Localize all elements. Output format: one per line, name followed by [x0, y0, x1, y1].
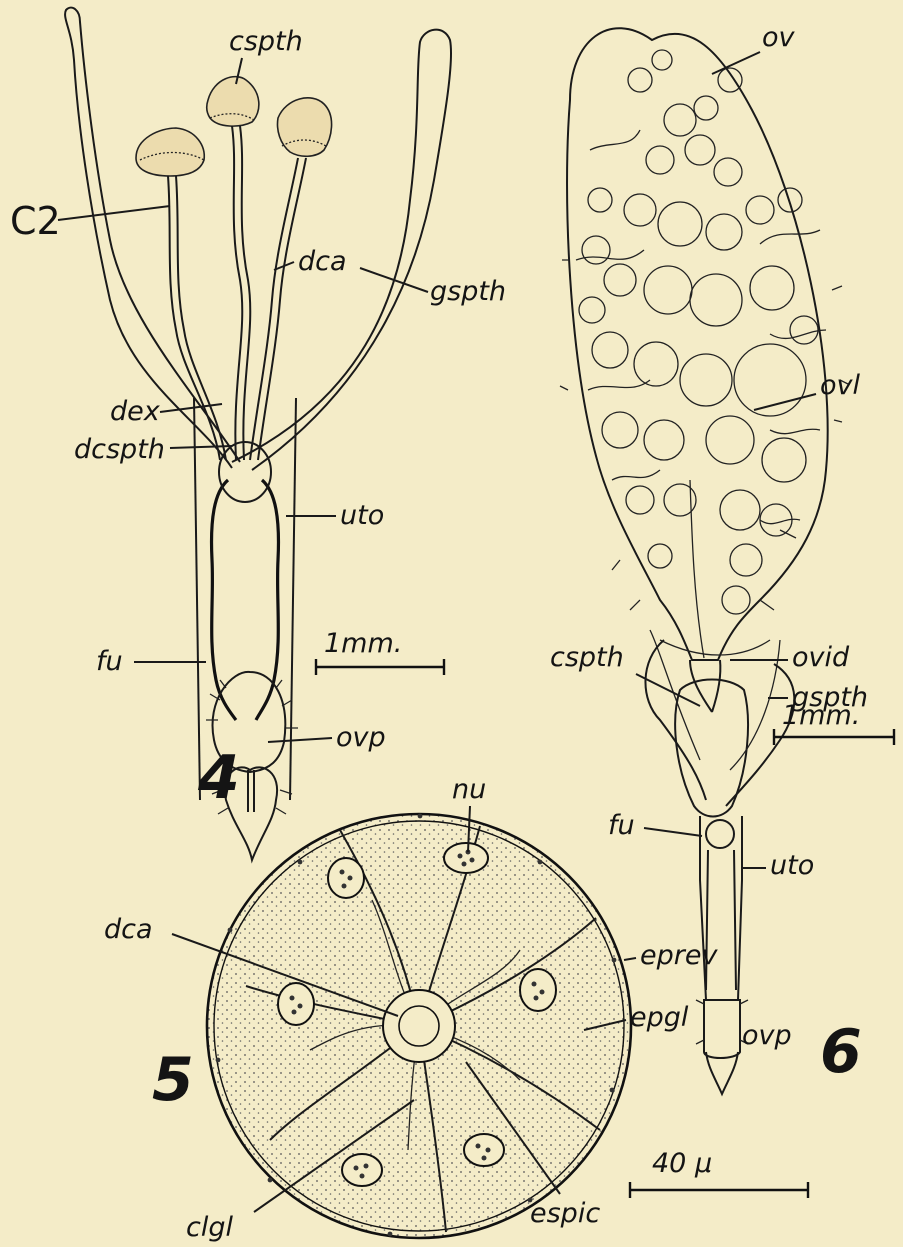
fig5-label-clgl: clgl	[186, 1212, 233, 1243]
fig6-leader-ov	[712, 52, 760, 74]
figure-6-number: 6	[820, 1017, 862, 1087]
fig5-label-epgl: epgl	[630, 1002, 689, 1033]
fig6-label-ovl: ovl	[820, 370, 860, 401]
fig5-label-nu: nu	[452, 774, 486, 805]
fig6-label-fu: fu	[608, 810, 635, 841]
fig6-leader-ovl	[754, 394, 816, 410]
fig6-label-uto: uto	[770, 850, 814, 881]
fig6-scale-label: 1mm.	[782, 700, 860, 731]
fig6-scale-bar	[774, 729, 894, 745]
fig5-label-espic: espic	[530, 1198, 600, 1229]
fig4-leader-gspth	[360, 268, 428, 292]
fig6-label-cspth: cspth	[550, 642, 624, 673]
figure-4-number: 4	[197, 743, 240, 813]
fig4-scale-label: 1mm.	[324, 628, 402, 659]
figure-5-number: 5	[152, 1045, 194, 1115]
fig4-leader-c2	[58, 206, 170, 220]
fig4-label-uto: uto	[340, 500, 384, 531]
fig4-label-c2: C2	[10, 199, 61, 243]
fig6-oocytes	[579, 50, 818, 614]
fig4-label-dex: dex	[110, 396, 161, 427]
figure-5-drawing	[207, 814, 631, 1238]
fig4-label-dcspth: dcspth	[74, 434, 165, 465]
fig5-label-dca: dca	[104, 914, 153, 945]
fig6-label-ov: ov	[762, 22, 796, 53]
fig4-label-dca: dca	[298, 246, 347, 277]
fig6-label-ovid: ovid	[792, 642, 850, 673]
fig4-label-fu: fu	[96, 646, 123, 677]
fig5-leader-eprev	[624, 958, 636, 960]
fig4-label-ovp: ovp	[336, 722, 386, 753]
fig5-scale-bar	[630, 1182, 808, 1198]
fig5-label-eprev: eprev	[640, 940, 718, 971]
fig4-leader-ovp	[268, 738, 332, 742]
fig4-scale-bar	[316, 659, 444, 675]
fig6-leader-fu	[644, 828, 702, 836]
fig4-label-cspth: cspth	[229, 26, 303, 57]
fig6-label-ovp: ovp	[742, 1020, 792, 1051]
fig4-label-gspth: gspth	[430, 276, 506, 307]
fig5-scale-label: 40 μ	[652, 1148, 712, 1179]
